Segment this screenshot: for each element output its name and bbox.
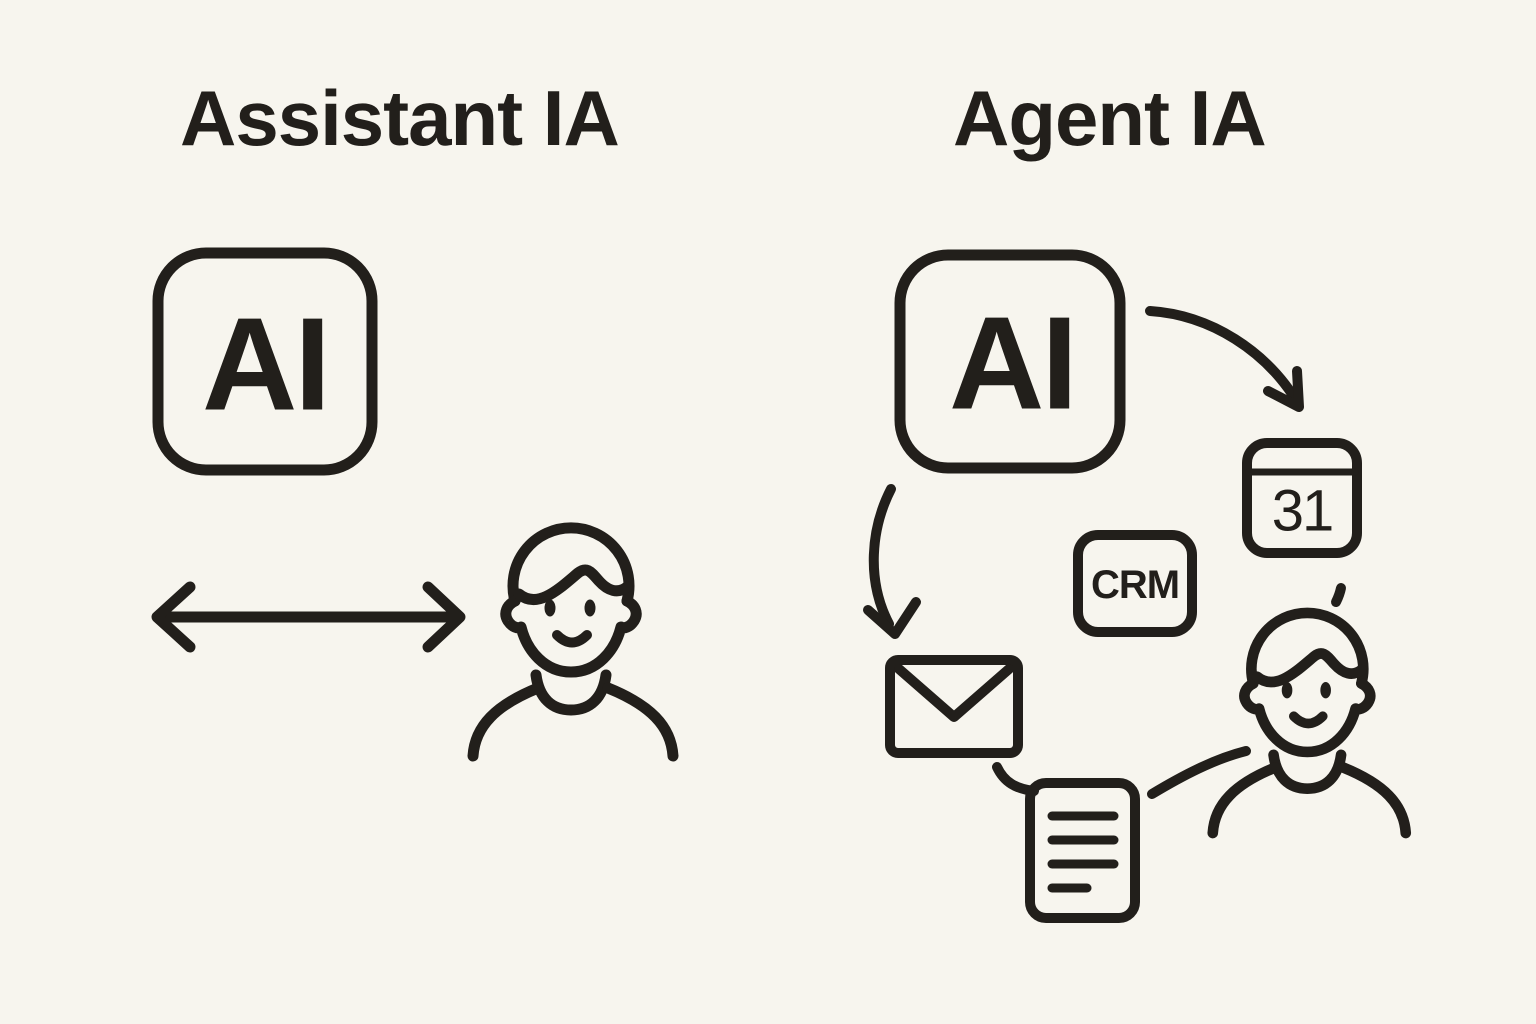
calendar-to-user-dash — [1331, 583, 1346, 607]
user-icon-right — [1213, 613, 1406, 833]
assistant-ia-title: Assistant IA — [180, 74, 620, 162]
mail-icon — [885, 655, 1023, 758]
crm-icon: CRM — [1073, 530, 1197, 637]
ai-chip-right: AI — [894, 249, 1126, 474]
ai-chip-right-label: AI — [949, 290, 1075, 437]
calendar-icon: 31 — [1242, 438, 1362, 558]
crm-label: CRM — [1091, 563, 1179, 607]
agent-ia-title: Agent IA — [953, 74, 1267, 162]
document-to-user-connector — [1147, 746, 1251, 799]
bidirectional-arrow-icon — [151, 581, 466, 653]
document-icon — [1025, 778, 1140, 923]
curved-arrow-to-mail-icon — [863, 484, 921, 639]
calendar-day-label: 31 — [1272, 479, 1333, 544]
ai-chip-left-label: AI — [202, 291, 328, 438]
ai-chip-left: AI — [152, 247, 378, 476]
curved-arrow-to-calendar-icon — [1145, 306, 1304, 412]
user-icon-left — [473, 528, 673, 756]
